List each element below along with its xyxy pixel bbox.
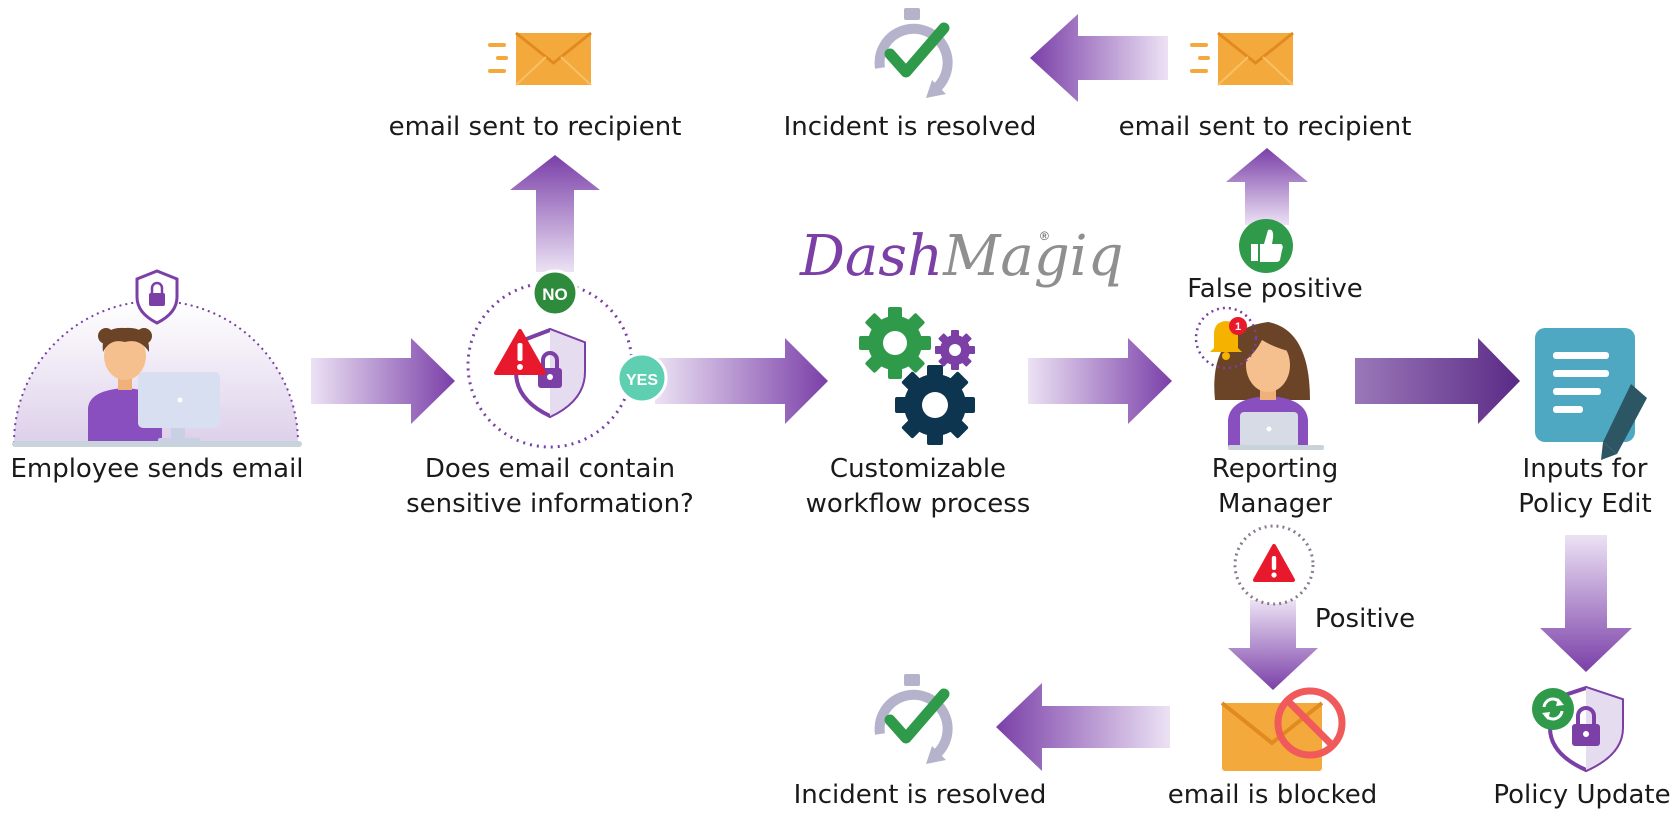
- no-badge-label: NO: [542, 285, 568, 304]
- brand-name-part2: Magiq: [942, 224, 1123, 289]
- envelope-icon: [488, 31, 592, 86]
- check-sensitive-label-line1: Does email contain: [424, 454, 676, 484]
- employee-label-line1: Employee sends email: [10, 454, 304, 484]
- positive-label-text: Positive: [1314, 604, 1416, 634]
- false-positive-label: False positive: [1175, 272, 1375, 307]
- envelope-blocked-icon: [1220, 687, 1346, 771]
- manager-label-line1: Reporting: [1211, 454, 1339, 484]
- clock-check-icon: [874, 674, 953, 764]
- yes-badge: YES: [616, 352, 668, 404]
- policy-inputs-label: Inputs for Policy Edit: [1490, 452, 1677, 522]
- workflow-label-line1: Customizable: [829, 454, 1007, 484]
- resolved-top-label-line1: Incident is resolved: [783, 112, 1037, 142]
- notification-count: 1: [1235, 321, 1241, 333]
- yes-badge-label: YES: [626, 372, 658, 389]
- arrow-check-to-workflow: [655, 338, 828, 424]
- email-sent-left-label-line1: email sent to recipient: [388, 112, 682, 142]
- check-sensitive-label-line2: sensitive information?: [406, 489, 694, 519]
- positive-label: Positive: [1300, 602, 1430, 637]
- brand-logo: DashMagiq: [799, 224, 1123, 289]
- policy-inputs-label-line1: Inputs for: [1522, 454, 1648, 484]
- resolved-top-label: Incident is resolved: [770, 110, 1050, 145]
- envelope-icon: [1190, 31, 1294, 86]
- warning-triangle-icon: [1233, 524, 1315, 606]
- shield-lock-icon: [135, 269, 179, 325]
- arrow-manager-to-email-blocked: [1228, 600, 1318, 690]
- policy-update-label: Policy Update: [1488, 778, 1676, 813]
- manager-with-laptop-icon: [1214, 322, 1324, 450]
- arrow-workflow-to-manager: [1028, 338, 1172, 424]
- clock-check-icon: [874, 8, 953, 98]
- policy-update-label-line1: Policy Update: [1493, 780, 1671, 810]
- false-positive-label-text: False positive: [1187, 274, 1363, 304]
- manager-label-line2: Manager: [1218, 489, 1332, 519]
- email-blocked-label-line1: email is blocked: [1167, 780, 1378, 810]
- document-edit-icon: [1535, 328, 1647, 460]
- green-gear-icon: [859, 307, 931, 379]
- email-sent-right-label: email sent to recipient: [1110, 110, 1420, 145]
- arrow-email-blocked-to-resolved: [996, 683, 1170, 771]
- manager-label: Reporting Manager: [1175, 452, 1375, 522]
- policy-inputs-label-line2: Policy Edit: [1518, 489, 1652, 519]
- resolved-bottom-label: Incident is resolved: [780, 778, 1060, 813]
- employee-at-computer-icon: [12, 300, 302, 447]
- refresh-icon: [1532, 688, 1574, 730]
- workflow-label-line2: workflow process: [805, 489, 1031, 519]
- notification-bell-icon: 1: [1194, 306, 1258, 370]
- gears-icon: [859, 307, 975, 445]
- arrow-policy-inputs-to-update: [1540, 535, 1632, 672]
- no-badge: NO: [531, 269, 579, 317]
- thumbs-up-icon: [1239, 219, 1293, 273]
- registered-mark: ®: [1040, 229, 1049, 243]
- arrow-employee-to-check: [311, 338, 455, 424]
- navy-gear-icon: [895, 365, 975, 445]
- resolved-bottom-label-line1: Incident is resolved: [793, 780, 1047, 810]
- email-sent-left-label: email sent to recipient: [380, 110, 690, 145]
- email-blocked-label: email is blocked: [1150, 778, 1395, 813]
- arrow-manager-to-email-sent: [1226, 148, 1308, 225]
- arrow-email-sent-to-resolved: [1030, 14, 1168, 102]
- arrow-check-to-email-sent: [510, 155, 600, 272]
- warning-triangle-icon: [494, 329, 546, 375]
- check-sensitive-label: Does email contain sensitive information…: [390, 452, 710, 522]
- purple-gear-icon: [935, 330, 975, 370]
- arrow-manager-to-policy-inputs: [1355, 338, 1520, 424]
- employee-label: Employee sends email: [2, 452, 312, 487]
- workflow-label: Customizable workflow process: [788, 452, 1048, 522]
- brand-name-part1: Dash: [799, 224, 943, 289]
- email-sent-right-label-line1: email sent to recipient: [1118, 112, 1412, 142]
